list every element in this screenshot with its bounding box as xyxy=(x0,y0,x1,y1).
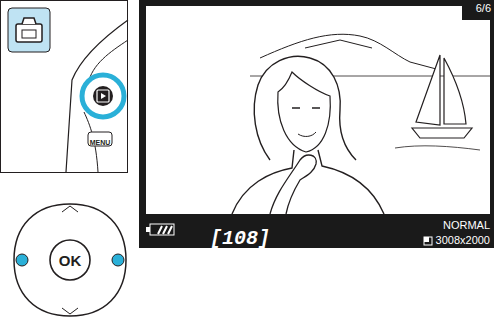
playback-icon xyxy=(97,90,109,102)
image-size: 3008x2000 xyxy=(436,235,490,246)
camera-body-edge xyxy=(66,20,128,172)
camera-icon xyxy=(22,18,36,24)
cliff xyxy=(305,40,372,48)
counter-ground xyxy=(462,0,494,20)
eyes xyxy=(292,107,320,109)
face xyxy=(278,72,331,152)
sail xyxy=(416,55,440,125)
image-quality: NORMAL xyxy=(443,220,490,231)
camera-icon xyxy=(16,24,42,42)
battery-icon xyxy=(150,224,174,235)
monitor-screen xyxy=(146,6,490,214)
hand xyxy=(270,155,316,214)
battery-icon xyxy=(158,226,172,234)
ok-button: OK xyxy=(48,238,92,282)
selector-mark xyxy=(62,206,78,212)
button-label: MENU xyxy=(90,139,111,146)
menu-button xyxy=(88,132,112,146)
highlight-ring xyxy=(82,75,124,117)
battery-icon xyxy=(146,227,150,232)
camera-icon xyxy=(22,30,36,38)
size-icon xyxy=(424,237,432,245)
playback-button xyxy=(93,86,113,106)
hull xyxy=(412,128,472,138)
button-circle xyxy=(50,240,90,280)
multi-selector xyxy=(14,204,126,316)
button-text: OK xyxy=(59,253,82,268)
press-right xyxy=(112,254,124,266)
sail xyxy=(444,58,466,124)
hair xyxy=(254,56,356,160)
mode-icon xyxy=(8,8,50,52)
selector-mark xyxy=(62,308,78,314)
mouth xyxy=(298,132,316,136)
press-left xyxy=(16,254,28,266)
playback-icon xyxy=(101,93,106,99)
frame-counter: 6/6 xyxy=(476,3,491,14)
monitor-frame xyxy=(139,0,494,248)
camera-panel xyxy=(1,1,128,173)
exposure-count: [108] xyxy=(210,229,270,249)
size-icon xyxy=(424,237,429,242)
shoulders xyxy=(232,150,384,214)
wave xyxy=(395,146,480,150)
